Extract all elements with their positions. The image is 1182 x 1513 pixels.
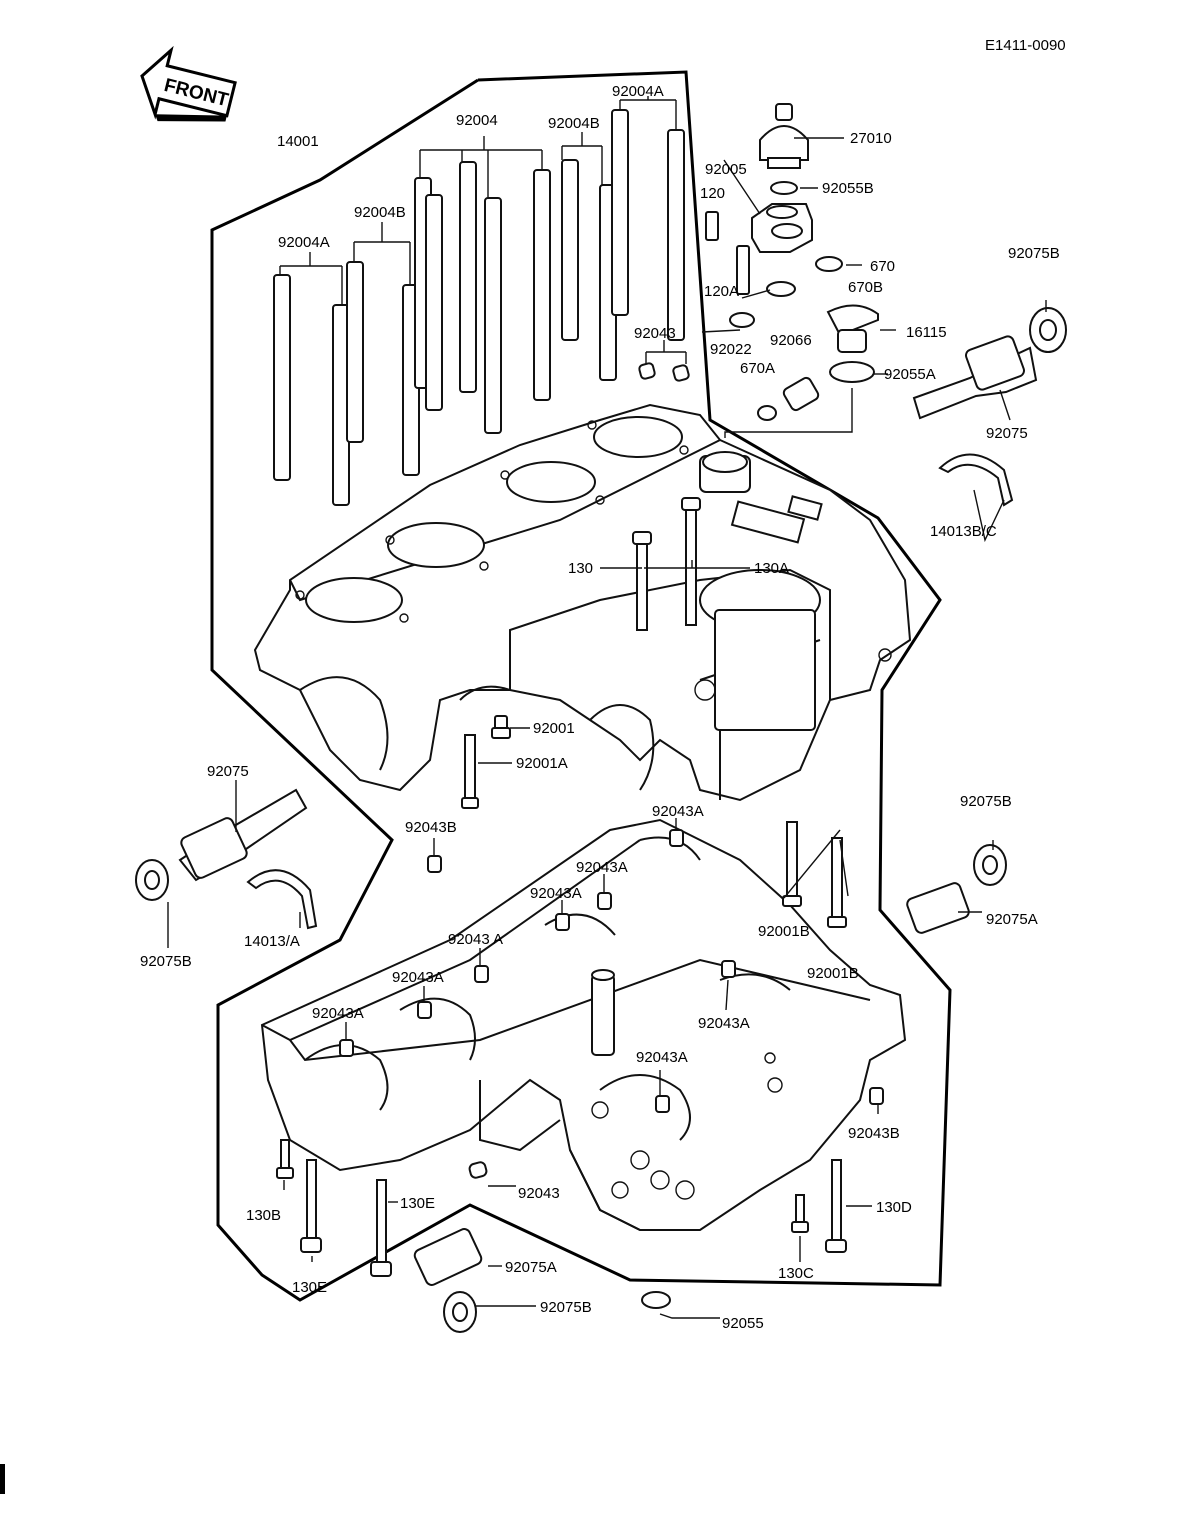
part-label: 92004 xyxy=(456,112,498,129)
part-label: 92004A xyxy=(278,234,330,251)
part-label: 92075A xyxy=(986,911,1038,928)
part-label: 92043B xyxy=(848,1125,900,1142)
scan-edge-mark xyxy=(0,1464,5,1494)
part-label: 92075 xyxy=(986,425,1028,442)
part-label: 670B xyxy=(848,279,883,296)
part-label: 92055 xyxy=(722,1315,764,1332)
part-label: 92043A xyxy=(312,1005,364,1022)
part-label: 14001 xyxy=(277,133,319,150)
part-label: 92001B xyxy=(758,923,810,940)
part-labels: 14001 92004 92004A 92004B 92004B 92004A … xyxy=(140,83,1060,1332)
diagram-code: E1411-0090 xyxy=(985,37,1066,54)
part-label: 16115 xyxy=(906,324,947,341)
part-label: 120A xyxy=(704,283,739,300)
oil-pressure-switch xyxy=(759,103,809,195)
part-label: 92001 xyxy=(533,720,575,737)
half-bearing-right xyxy=(938,453,1014,507)
part-label: 130D xyxy=(876,1199,912,1216)
shaft-seal-left xyxy=(135,788,308,901)
part-label: 92043A xyxy=(652,803,704,820)
part-label: 92004B xyxy=(354,204,406,221)
part-label: 670 xyxy=(870,258,895,275)
part-label: 92075B xyxy=(140,953,192,970)
part-label: 130 xyxy=(568,560,593,577)
part-label: 92075B xyxy=(960,793,1012,810)
front-arrow-icon: FRONT xyxy=(140,45,237,122)
half-bearing-left xyxy=(246,869,318,930)
part-label: 92043 xyxy=(634,325,676,342)
bolts-lower xyxy=(276,1139,847,1277)
part-label: 120 xyxy=(700,185,725,202)
part-label: 92043A xyxy=(530,885,582,902)
part-label: 92075B xyxy=(1008,245,1060,262)
part-label: 92001A xyxy=(516,755,568,772)
oil-plug-92066 xyxy=(724,376,853,438)
part-label: 670A xyxy=(740,360,775,377)
dowel-pins-lower xyxy=(339,829,884,1179)
cylinder-studs xyxy=(273,109,685,506)
part-label: 130C xyxy=(778,1265,814,1282)
part-label: 130E xyxy=(400,1195,435,1212)
part-label: 92043A xyxy=(392,969,444,986)
shaft-seal-bottom xyxy=(413,1228,671,1333)
part-label: 92043B xyxy=(405,819,457,836)
part-label: 14013B/C xyxy=(930,523,997,540)
bolts-92001 xyxy=(461,715,849,928)
oil-jets xyxy=(705,211,755,328)
lower-crankcase xyxy=(260,818,907,1231)
part-label: 14013/A xyxy=(244,933,300,950)
oil-passage-block xyxy=(751,203,843,297)
part-label: 92075 xyxy=(207,763,249,780)
part-label: 92004A xyxy=(612,83,664,100)
part-label: 92055B xyxy=(822,180,874,197)
part-label: 130E xyxy=(292,1279,327,1296)
part-label: 92004B xyxy=(548,115,600,132)
assembly-boundary xyxy=(210,70,952,1302)
part-label: 92043 xyxy=(518,1185,560,1202)
part-label: 92075A xyxy=(505,1259,557,1276)
shaft-seal-midright xyxy=(906,844,1007,934)
part-label: 92022 xyxy=(710,341,752,358)
part-label: 130A xyxy=(754,560,789,577)
part-label: 92055A xyxy=(884,366,936,383)
part-label: 92005 xyxy=(705,161,747,178)
part-label: 27010 xyxy=(850,130,892,147)
part-label: 92043 A xyxy=(448,931,503,948)
part-label: 92066 xyxy=(770,332,812,349)
part-label: 92043A xyxy=(636,1049,688,1066)
dowel-pins-top xyxy=(638,340,690,382)
upper-crankcase xyxy=(253,403,912,802)
part-label: 92043A xyxy=(576,859,628,876)
part-label: 130B xyxy=(246,1207,281,1224)
shaft-seal-right xyxy=(912,307,1067,420)
leader-lines xyxy=(167,137,1047,1319)
part-label: 92075B xyxy=(540,1299,592,1316)
stud-leaders xyxy=(279,96,677,305)
oil-filler-cap xyxy=(826,304,879,383)
part-label: 92043A xyxy=(698,1015,750,1032)
part-label: 92001B xyxy=(807,965,859,982)
